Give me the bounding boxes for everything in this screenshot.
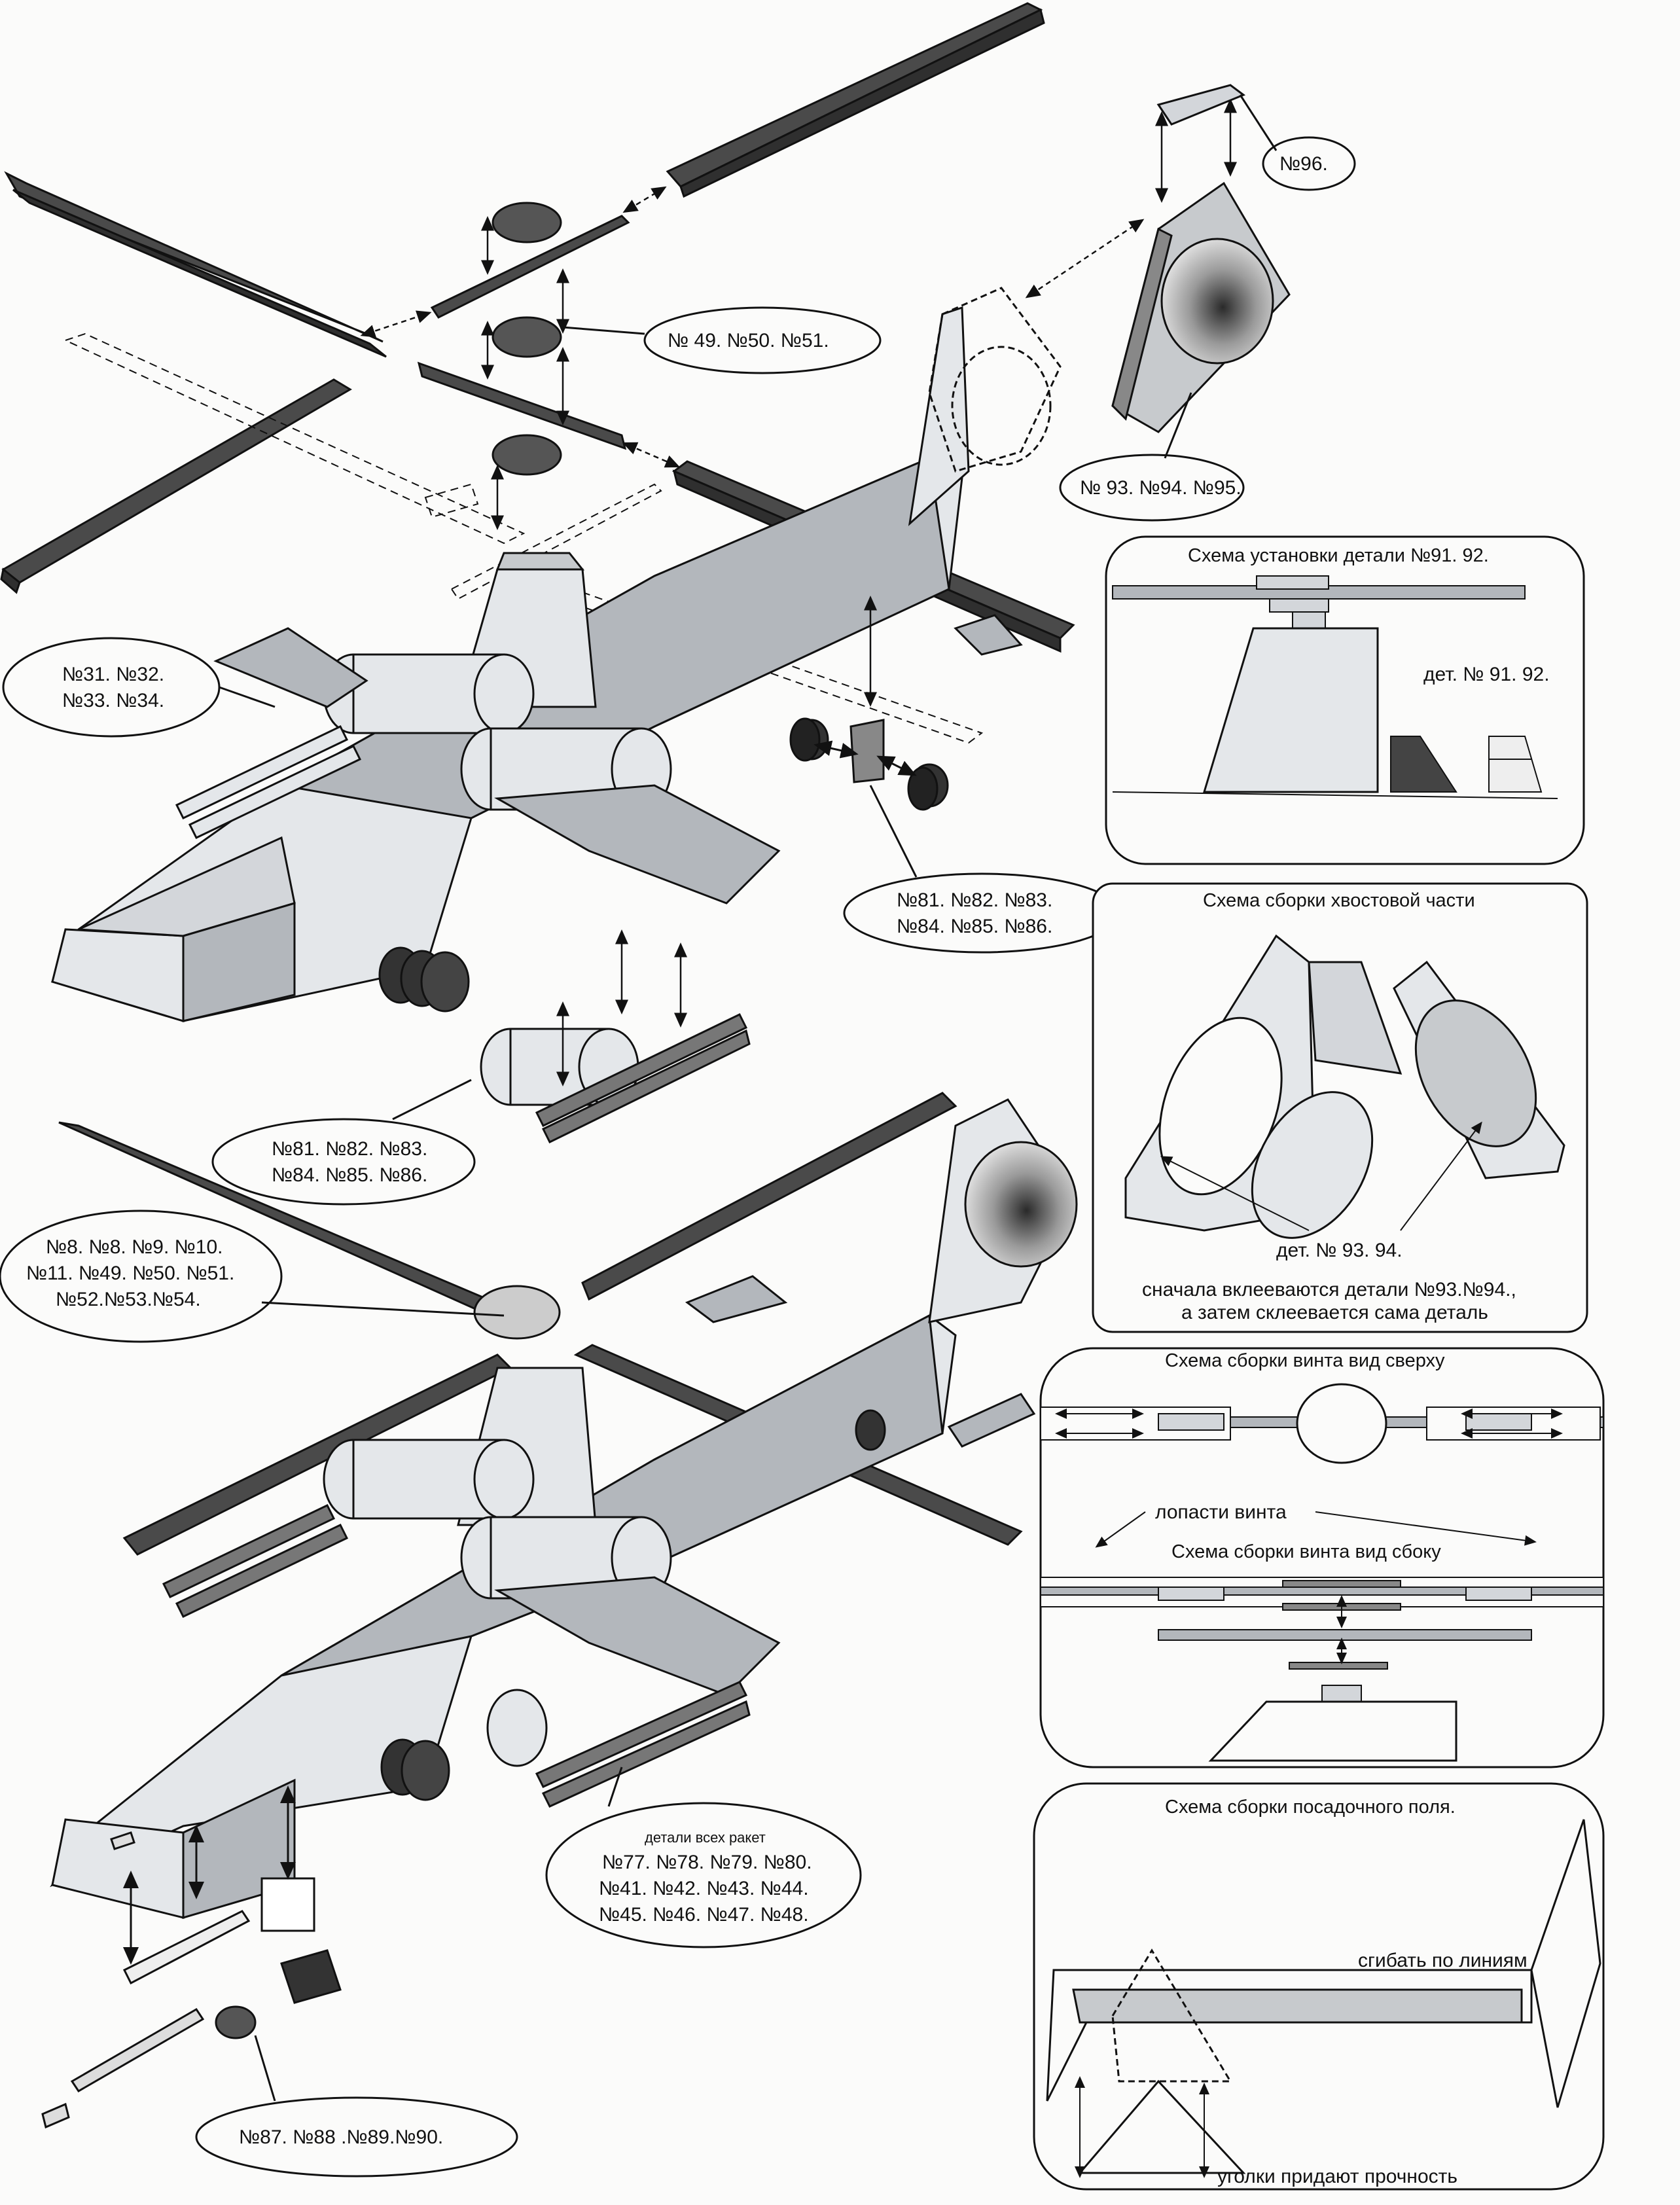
- callout-31-34: [2, 637, 221, 738]
- panel-part-91-92: Схема установки детали №91. 92. дет. № 9…: [1105, 535, 1585, 865]
- panel-91-title: Схема установки детали №91. 92.: [1188, 545, 1489, 566]
- label-missiles-line2: №41. №42. №43. №44.: [599, 1878, 809, 1899]
- missile-rack: [175, 725, 751, 1144]
- hub-disc-1: [491, 202, 562, 243]
- callout-81-86-a: [843, 872, 1120, 954]
- label-81a-line2: №84. №85. №86.: [897, 916, 1052, 937]
- upper-fuselage: [50, 306, 1023, 1023]
- panel-rotor-title-side: Схема сборки винта вид сбоку: [1171, 1541, 1441, 1562]
- part-96: [1156, 84, 1246, 126]
- label-96: №96.: [1279, 153, 1328, 175]
- callouts: [0, 94, 1356, 2178]
- label-31-line2: №33. №34.: [62, 690, 164, 711]
- label-81b-line1: №81. №82. №83.: [272, 1138, 427, 1160]
- label-missiles-line1: №77. №78. №79. №80.: [602, 1852, 812, 1873]
- callout-87-90: [195, 2096, 518, 2178]
- callout-96: [1262, 136, 1356, 191]
- blade-top-right: [666, 2, 1043, 188]
- panel-tail-note1: сначала вклееваются детали №93.№94.,: [1142, 1279, 1516, 1300]
- label-81a-line1: №81. №82. №83.: [897, 889, 1052, 911]
- panel-pad-corners: уголки придают прочность: [1217, 2166, 1457, 2187]
- callout-81-86-b: [211, 1118, 476, 1206]
- wing-stub-right: [494, 784, 781, 905]
- callout-missiles: [545, 1802, 862, 1948]
- label-81b-line2: №84. №85. №86.: [272, 1164, 427, 1186]
- label-31-line1: №31. №32.: [62, 664, 164, 685]
- callout-8-54: [0, 1210, 283, 1343]
- label-87-90: №87. №88 .№89.№90.: [239, 2126, 443, 2148]
- panel-rotor-assembly: Схема сборки винта вид сверху лопасти ви…: [1039, 1347, 1605, 1768]
- blade-left-lower: [1, 378, 352, 584]
- label-8-line1: №8. №8. №9. №10.: [46, 1236, 223, 1258]
- label-8-line3: №52.№53.№54.: [56, 1289, 201, 1310]
- panel-tail-assembly: Схема сборки хвостовой части дет. № 93. …: [1092, 882, 1588, 1333]
- label-8-line2: №11. №49. №50. №51.: [26, 1263, 234, 1284]
- exploded-parts-81-86: [789, 717, 938, 811]
- hub-disc-2: [491, 316, 562, 358]
- label-missiles-title: детали всех ракет: [645, 1829, 766, 1846]
- label-49-51: № 49. №50. №51.: [668, 330, 829, 351]
- label-93-95: № 93. №94. №95.: [1080, 477, 1242, 499]
- panel-pad-title: Схема сборки посадочного поля.: [1165, 1797, 1456, 1818]
- callout-93-95: [1059, 454, 1245, 522]
- panel-landing-pad: Схема сборки посадочного поля. сгибать п…: [1033, 1782, 1605, 2191]
- panel-91-label: дет. № 91. 92.: [1423, 664, 1550, 685]
- blade-top-left: [4, 171, 384, 343]
- hub-disc-3: [491, 434, 562, 476]
- label-missiles-line3: №45. №46. №47. №48.: [599, 1904, 809, 1926]
- panel-rotor-title-top: Схема сборки винта вид сверху: [1165, 1350, 1445, 1371]
- tail-part-93-95: [928, 84, 1291, 473]
- tail-fin-ghost: [908, 306, 970, 526]
- panel-tail-title: Схема сборки хвостовой части: [1203, 890, 1475, 911]
- lower-helicopter-assembled: [41, 1092, 1078, 2129]
- panel-pad-fold: сгибать по линиям: [1358, 1950, 1528, 1971]
- upper-helicopter-exploded: [0, 2, 1291, 1144]
- panel-rotor-blades-label: лопасти винта: [1155, 1501, 1287, 1523]
- upper-assembly-arrows: [360, 98, 1237, 1086]
- lower-blade-right-top: [581, 1092, 957, 1301]
- panel-tail-note2: а затем склееваeтся сама деталь: [1181, 1302, 1488, 1323]
- blade-hub-plate-1: [430, 215, 630, 319]
- panel-tail-label: дет. № 93. 94.: [1276, 1240, 1403, 1261]
- callout-49-51: [643, 306, 882, 374]
- callout-labels: №96. № 49. №50. №51. № 93. №94. №95. №31…: [26, 153, 1328, 2148]
- wing-stub-left: [213, 627, 368, 708]
